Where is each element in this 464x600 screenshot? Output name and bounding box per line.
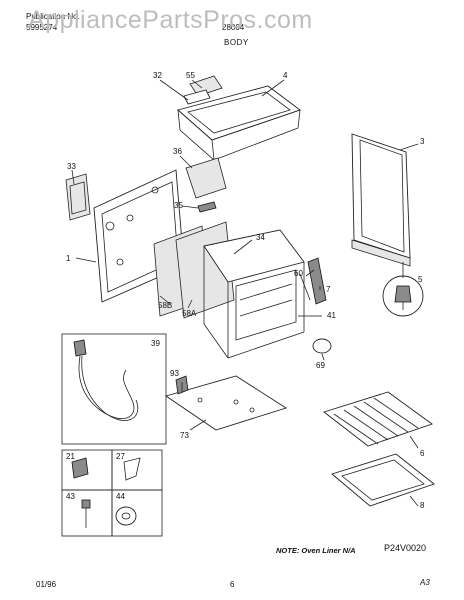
callout-3: 3	[420, 137, 425, 146]
callout-44: 44	[116, 492, 125, 501]
model-code: 28004	[222, 23, 245, 32]
callout-35: 35	[174, 201, 183, 210]
footer-mark: A3	[420, 578, 430, 587]
callout-60: 60	[294, 269, 303, 278]
clip-wire-part	[123, 457, 141, 481]
power-cord-box	[61, 333, 167, 445]
publication-number: 5995274	[26, 23, 58, 32]
callout-58a: 58A	[182, 309, 197, 318]
callout-93: 93	[170, 369, 179, 378]
hinge-receiver-part	[299, 257, 327, 305]
section-title: BODY	[224, 38, 249, 47]
bumper-part	[115, 506, 137, 526]
publication-label: Publication No.	[26, 12, 80, 21]
callout-33: 33	[67, 162, 76, 171]
side-panel-part	[351, 133, 411, 267]
callout-4: 4	[283, 71, 288, 80]
callout-36: 36	[173, 147, 182, 156]
bolt-part	[81, 499, 91, 528]
callout-8: 8	[420, 501, 425, 510]
callout-1: 1	[66, 254, 71, 263]
bottom-panel-part	[164, 375, 288, 431]
foot-part	[312, 338, 332, 354]
part-box-44	[111, 489, 163, 537]
callout-43: 43	[66, 492, 75, 501]
diagram-code: P24V0020	[384, 543, 427, 553]
broiler-pan-icon	[331, 453, 435, 507]
callout-21: 21	[66, 452, 75, 461]
callout-6: 6	[420, 449, 425, 458]
top-frame-part	[177, 85, 301, 161]
callout-32: 32	[153, 71, 162, 80]
watermark: AppliancePartsPros.com	[28, 6, 313, 34]
power-cord-icon	[73, 339, 139, 421]
callout-27: 27	[116, 452, 125, 461]
oven-rack-icon	[323, 391, 433, 447]
leader-lines	[71, 79, 419, 507]
callout-39: 39	[151, 339, 160, 348]
callout-73: 73	[180, 431, 189, 440]
callout-58b: 58B	[158, 301, 173, 310]
page-number: 6	[230, 580, 235, 589]
top-bracket-part	[183, 89, 211, 105]
callout-41: 41	[327, 311, 336, 320]
callout-69: 69	[316, 361, 325, 370]
connector-part	[71, 457, 89, 479]
junction-box-part	[65, 173, 91, 221]
callout-7: 7	[326, 285, 331, 294]
duct-part	[185, 157, 227, 199]
callout-34: 34	[256, 233, 265, 242]
callout-5: 5	[418, 275, 423, 284]
leveling-leg-icon	[382, 262, 424, 317]
oven-body-frame-part	[203, 229, 305, 359]
footer-date: 01/96	[36, 580, 57, 589]
clip-part	[197, 201, 217, 213]
callout-55: 55	[186, 71, 195, 80]
oven-liner-note: NOTE: Oven Liner N/A	[276, 546, 356, 555]
